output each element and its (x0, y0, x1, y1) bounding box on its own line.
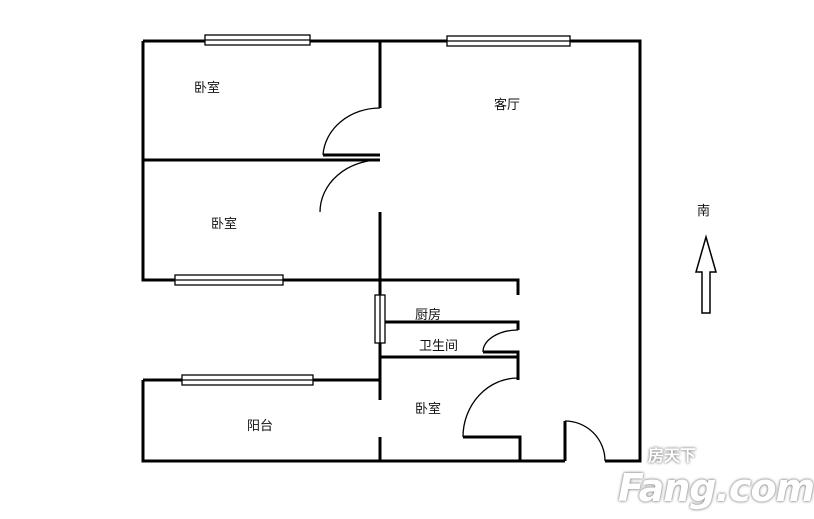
room-label-kitchen: 厨房 (415, 308, 442, 323)
door-arcs (319, 107, 606, 462)
room-label-balcony: 阳台 (247, 419, 274, 434)
watermark-cn: 房天下 (648, 446, 697, 465)
watermark-logo: 房天下 Fang.com (618, 446, 814, 511)
arrow-up-icon (695, 234, 717, 314)
room-label-living-room: 客厅 (494, 98, 521, 113)
windows (174, 34, 571, 386)
room-label-bedroom-bottom: 卧室 (415, 402, 442, 417)
watermark-en: Fang.com (618, 466, 814, 510)
compass-label: 南 (697, 204, 711, 219)
room-label-bedroom-middle: 卧室 (211, 217, 238, 232)
walls (141, 39, 642, 463)
room-label-bathroom: 卫生间 (419, 339, 459, 354)
room-label-bedroom-top: 卧室 (194, 81, 221, 96)
